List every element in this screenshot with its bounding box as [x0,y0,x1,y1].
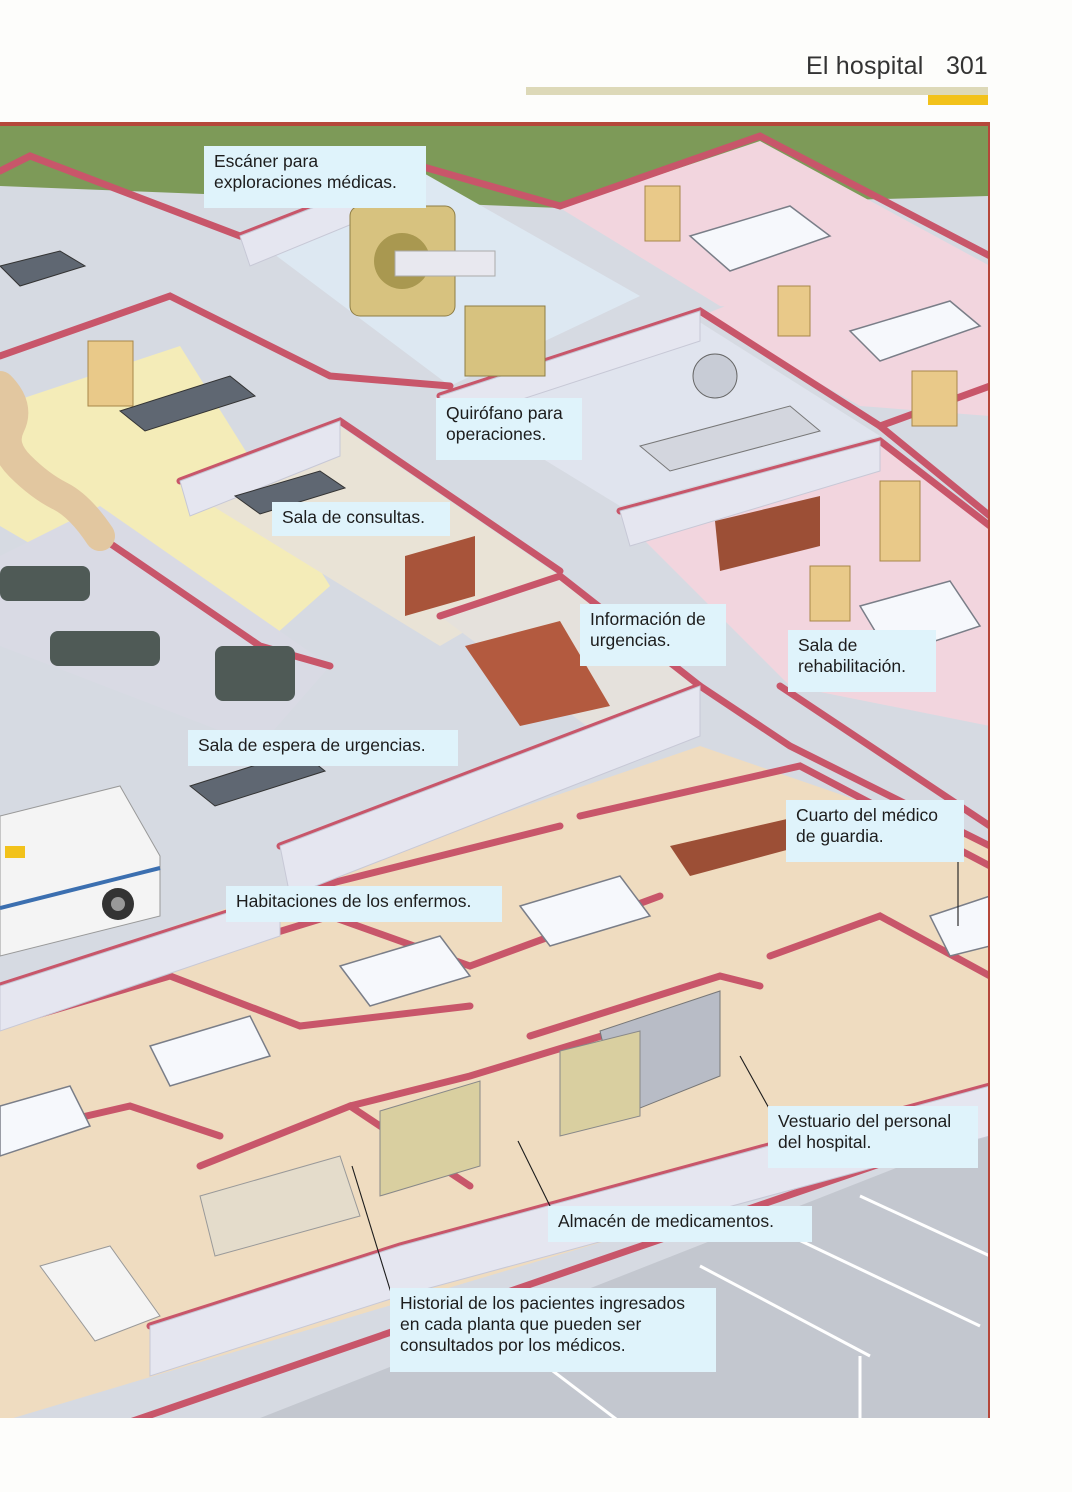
page-number: 301 [946,52,988,80]
yellow-corridor [0,346,330,666]
parking-lines [519,1194,988,1418]
leader-historial [351,1165,393,1297]
ct-scanner [349,205,546,377]
header-rule [526,87,988,95]
chapter-title: El hospital [806,52,924,80]
label-duty-doctor-room: Cuarto del médico de guardia. [786,800,964,862]
header-accent-tab [928,95,988,105]
hospital-illustration: Escáner para exploraciones médicas. Quir… [0,122,990,1418]
leader-almacen [517,1140,551,1207]
label-scanner: Escáner para exploraciones médicas. [204,146,426,208]
counters [39,496,820,1342]
label-medicine-storage: Almacén de medicamentos. [548,1206,812,1242]
hospital-floorplan-drawing [0,126,988,1418]
label-patient-rooms: Habitaciones de los enfermos. [226,886,502,922]
beds [0,205,988,1157]
label-emergency-waiting: Sala de espera de urgencias. [188,730,458,766]
corridor-curtain [0,371,115,551]
lockers [379,990,721,1197]
label-staff-locker-room: Vestuario del personal del hospital. [768,1106,978,1168]
ambulance [0,785,161,957]
label-consulting-room: Sala de consultas. [272,502,450,536]
label-emergency-info: Información de urgencias. [580,604,726,666]
operating-table [638,353,822,472]
waiting-chairs [0,566,295,701]
equipment-cabinets [87,185,958,622]
label-rehabilitation: Sala de rehabilitación. [788,630,936,692]
label-operating-room: Quirófano para operaciones. [436,398,582,460]
label-patient-records: Historial de los pacientes ingresados en… [390,1288,716,1372]
